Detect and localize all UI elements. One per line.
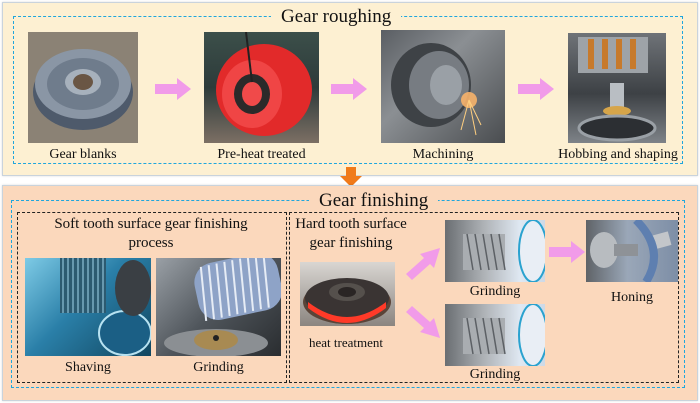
hobbing-gear-icon xyxy=(577,37,657,142)
step-label-pre-heat-treated: Pre-heat treated xyxy=(217,147,306,162)
soft-tooth-title-line1: Soft tooth surface gear finishing xyxy=(54,216,248,232)
shaving-gear-icon xyxy=(60,258,151,356)
finishing-title: Gear finishing xyxy=(309,190,439,212)
hobbing-and-shaping-photo xyxy=(568,33,666,143)
pink-arrow-icon xyxy=(518,78,554,100)
heat-treatment-photo xyxy=(300,262,395,326)
helical-gear-icon xyxy=(463,304,545,366)
step-label-soft-grinding: Grinding xyxy=(193,360,244,375)
induction-gear-icon xyxy=(303,278,391,324)
step-label-machining: Machining xyxy=(412,147,474,162)
soft-grinding-photo xyxy=(156,258,281,356)
soft-tooth-box xyxy=(17,212,287,383)
hard-grinding-bottom-photo xyxy=(445,304,545,366)
pink-arrow-icon xyxy=(549,241,585,263)
gear-blanks-photo xyxy=(28,32,138,143)
step-label-gear-blanks: Gear blanks xyxy=(49,147,117,162)
step-label-hard-grinding-bottom: Grinding xyxy=(469,367,521,382)
step-label-heat-treatment: heat treatment xyxy=(309,335,383,350)
gear-roughing-panel: Gear roughing Gear blanks Pre-heat treat… xyxy=(2,2,698,176)
hard-tooth-title-line2: gear finishing xyxy=(309,235,393,251)
pink-arrow-icon xyxy=(331,78,367,100)
machining-photo xyxy=(381,30,505,143)
grinding-wheel-icon xyxy=(164,258,281,356)
lathe-icon xyxy=(391,43,482,136)
hard-tooth-title-line1: Hard tooth surface xyxy=(295,216,407,232)
hard-grinding-top-photo xyxy=(445,220,545,282)
pink-arrow-up-right-icon xyxy=(406,248,440,280)
roughing-title: Gear roughing xyxy=(271,6,402,28)
shaving-photo xyxy=(25,258,151,356)
soft-tooth-title: Soft tooth surface gear finishing proces… xyxy=(17,215,285,253)
step-label-hobbing-and-shaping: Hobbing and shaping xyxy=(558,147,678,162)
step-label-shaving: Shaving xyxy=(65,360,111,375)
soft-tooth-title-line2: process xyxy=(128,235,174,251)
pre-heat-treated-photo xyxy=(204,32,319,143)
helical-gear-icon xyxy=(463,220,545,282)
gear-blank-icon xyxy=(33,49,133,130)
hard-tooth-title: Hard tooth surface gear finishing xyxy=(291,215,411,253)
honing-photo xyxy=(586,220,678,282)
hard-tooth-box xyxy=(289,212,679,383)
step-label-hard-grinding-top: Grinding xyxy=(469,284,521,299)
hot-gear-icon xyxy=(216,32,312,136)
orange-down-arrow-icon xyxy=(340,167,362,187)
step-label-honing: Honing xyxy=(611,290,653,305)
pink-arrow-down-right-icon xyxy=(406,306,440,338)
gear-finishing-panel: Gear finishing Soft tooth surface gear f… xyxy=(2,185,698,401)
honing-tool-icon xyxy=(590,220,672,282)
pink-arrow-icon xyxy=(155,78,191,100)
